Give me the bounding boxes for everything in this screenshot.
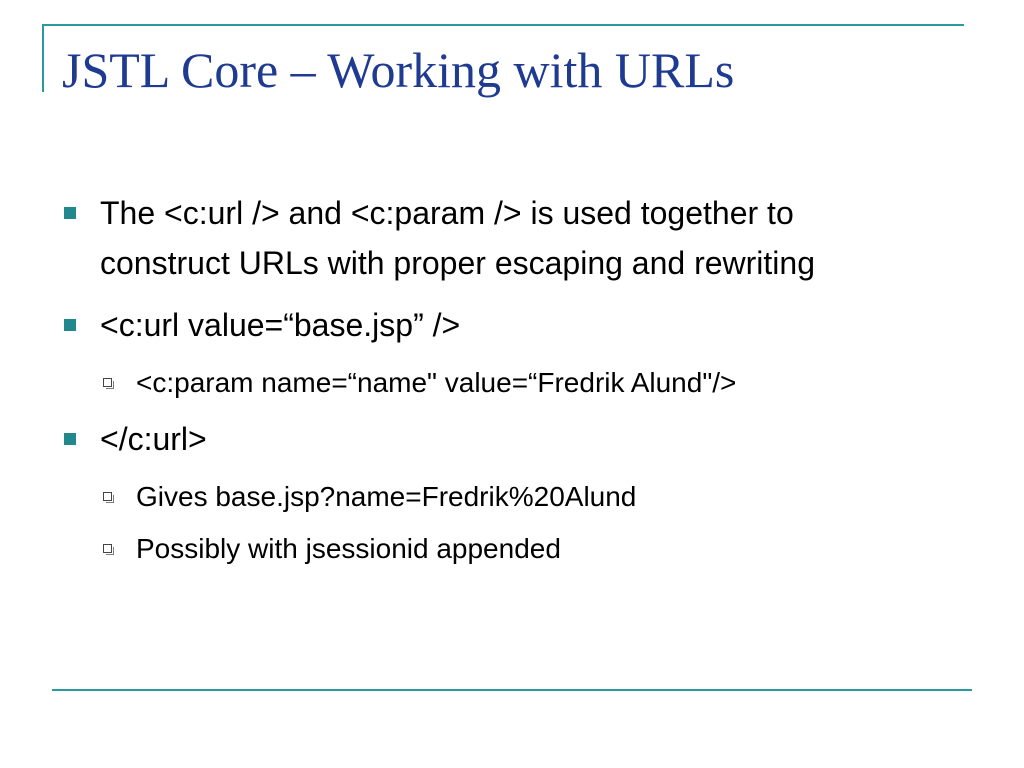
sub-bullet-item: Possibly with jsessionid appended — [62, 528, 962, 570]
bullet-text: <c:url value=“base.jsp” /> — [100, 307, 461, 343]
bottom-rule — [52, 689, 972, 691]
square-bullet-icon — [64, 319, 76, 331]
hollow-square-bullet-icon — [103, 378, 114, 389]
bullet-list: The <c:url /> and <c:param /> is used to… — [62, 188, 962, 580]
bullet-item: <c:url value=“base.jsp” /> — [62, 300, 962, 350]
left-accent-rule — [42, 24, 44, 92]
hollow-square-bullet-icon — [103, 492, 114, 503]
square-bullet-icon — [64, 207, 76, 219]
top-rule — [42, 24, 964, 26]
sub-bullet-item: Gives base.jsp?name=Fredrik%20Alund — [62, 476, 962, 518]
square-bullet-icon — [64, 433, 76, 445]
sub-bullet-text: Gives base.jsp?name=Fredrik%20Alund — [136, 481, 637, 512]
sub-bullet-item: <c:param name=“name" value=“Fredrik Alun… — [62, 362, 962, 404]
bullet-item: </c:url> — [62, 414, 962, 464]
sub-bullet-text: Possibly with jsessionid appended — [136, 533, 561, 564]
sub-bullet-text: <c:param name=“name" value=“Fredrik Alun… — [136, 367, 737, 398]
bullet-item: The <c:url /> and <c:param /> is used to… — [62, 188, 962, 288]
hollow-square-bullet-icon — [103, 544, 114, 555]
bullet-text: </c:url> — [100, 421, 207, 457]
bullet-text: The <c:url /> and <c:param /> is used to… — [100, 195, 815, 281]
slide-title: JSTL Core – Working with URLs — [62, 42, 735, 98]
